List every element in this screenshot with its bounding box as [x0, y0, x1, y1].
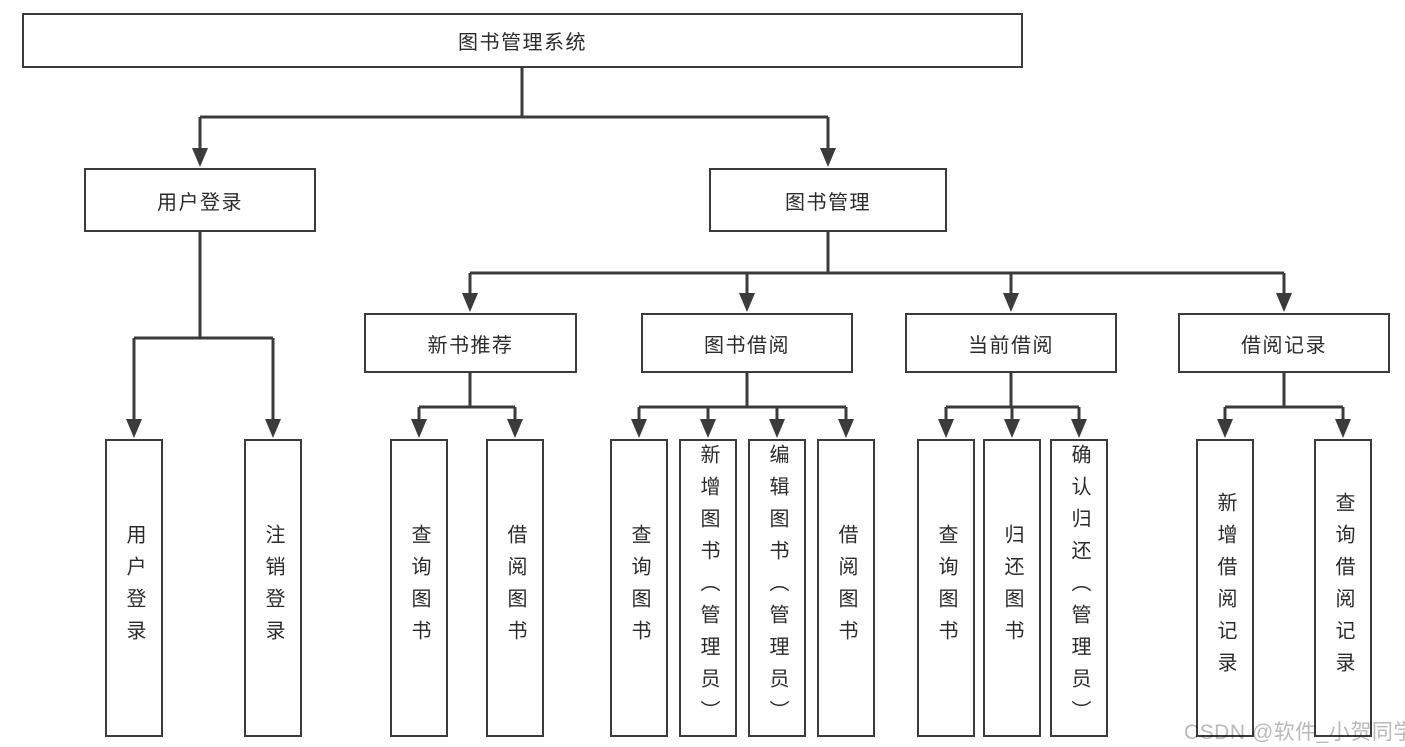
leaf-newbook-borrow-books-label: 借阅图书 — [504, 524, 526, 652]
leaf-borrow-add-books-admin: 新增图书（管理员） — [679, 439, 737, 737]
leaf-current-query-books-label: 查询图书 — [935, 524, 957, 652]
leaf-current-confirm-return-admin-label: 确认归还（管理员） — [1068, 444, 1090, 732]
node-book-management-label: 图书管理 — [785, 191, 871, 214]
tree-edges — [132, 68, 1345, 421]
leaf-logout: 注销登录 — [244, 439, 302, 737]
leaf-borrow-borrow-books: 借阅图书 — [817, 439, 875, 737]
leaf-borrow-edit-books-admin-label: 编辑图书（管理员） — [766, 444, 788, 732]
node-current-borrow-label: 当前借阅 — [968, 334, 1054, 357]
leaf-newbook-borrow-books: 借阅图书 — [486, 439, 544, 737]
node-borrow-records-label: 借阅记录 — [1241, 334, 1327, 357]
leaf-newbook-query-books: 查询图书 — [390, 439, 448, 737]
leaf-current-return-books-label: 归还图书 — [1001, 524, 1023, 652]
node-current-borrow: 当前借阅 — [905, 313, 1117, 373]
node-new-book-recommend-label: 新书推荐 — [427, 334, 514, 357]
node-user-login: 用户登录 — [84, 168, 316, 232]
leaf-current-query-books: 查询图书 — [917, 439, 975, 737]
node-borrow-records: 借阅记录 — [1178, 313, 1390, 373]
leaf-borrow-query-books: 查询图书 — [610, 439, 668, 737]
leaf-records-query-record: 查询借阅记录 — [1314, 439, 1372, 737]
node-library-system: 图书管理系统 — [22, 13, 1023, 68]
leaf-borrow-borrow-books-label: 借阅图书 — [835, 524, 857, 652]
node-book-management: 图书管理 — [709, 168, 947, 232]
leaf-logout-label: 注销登录 — [262, 524, 284, 652]
node-book-borrow-label: 图书借阅 — [704, 334, 790, 357]
leaf-records-add-record-label: 新增借阅记录 — [1214, 492, 1236, 684]
node-new-book-recommend: 新书推荐 — [364, 313, 577, 373]
leaf-borrow-query-books-label: 查询图书 — [628, 524, 650, 652]
leaf-current-return-books: 归还图书 — [983, 439, 1041, 737]
leaf-current-confirm-return-admin: 确认归还（管理员） — [1050, 439, 1108, 737]
leaf-records-add-record: 新增借阅记录 — [1196, 439, 1254, 737]
csdn-watermark: CSDN @软件_小贺同学 — [1184, 721, 1405, 744]
leaf-borrow-edit-books-admin: 编辑图书（管理员） — [748, 439, 806, 737]
node-library-system-label: 图书管理系统 — [458, 32, 587, 54]
leaf-records-query-record-label: 查询借阅记录 — [1332, 492, 1354, 684]
node-user-login-label: 用户登录 — [157, 191, 243, 214]
leaf-user-login-label: 用户登录 — [123, 524, 145, 652]
leaf-borrow-add-books-admin-label: 新增图书（管理员） — [697, 444, 719, 732]
leaf-newbook-query-books-label: 查询图书 — [408, 524, 430, 652]
leaf-user-login: 用户登录 — [105, 439, 163, 737]
node-book-borrow: 图书借阅 — [641, 313, 853, 373]
